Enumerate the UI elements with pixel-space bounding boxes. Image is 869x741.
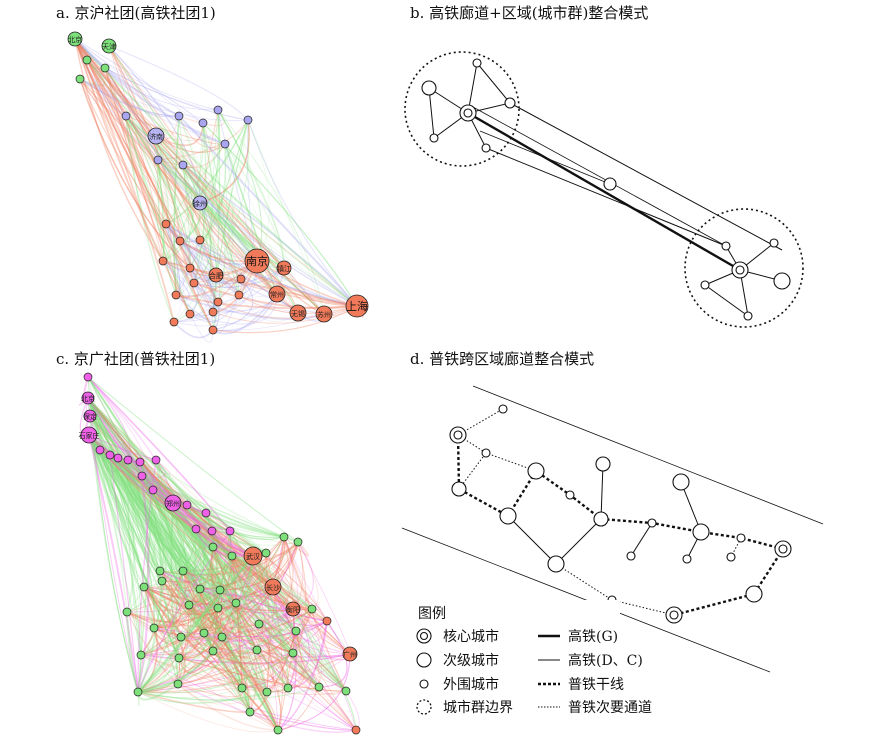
- panel-a-edges: [74, 38, 364, 343]
- panel-c-edges: [78, 376, 360, 734]
- panel-c-network: 北京 保定 石家庄 郑州 武汉 长沙 衡阳 广州: [78, 372, 361, 735]
- panel-a-network: 北京 天津 济南 徐州 南京 镇江 合肥 常州: [67, 31, 369, 343]
- node-beijing-a: 北京: [67, 31, 83, 47]
- svg-text:常州: 常州: [270, 290, 284, 299]
- svg-text:石家庄: 石家庄: [79, 431, 100, 440]
- svg-text:广州: 广州: [343, 650, 357, 659]
- node-zhenjiang-a: 镇江: [276, 260, 292, 276]
- node-hefei-a: 合肥: [208, 267, 224, 283]
- svg-text:镇江: 镇江: [277, 264, 291, 273]
- node-zhengzhou-c: 郑州: [164, 494, 182, 512]
- panel-d-title: d. 普铁跨区域廊道整合模式: [410, 350, 595, 368]
- legend-rail-trunk-label: 普铁干线: [568, 677, 624, 693]
- legend-core-label: 核心城市: [443, 628, 499, 645]
- svg-text:北京: 北京: [81, 394, 95, 403]
- panel-b-diagram: [404, 51, 804, 328]
- panel-b-title: b. 高铁廊道+区域(城市群)整合模式: [410, 4, 649, 22]
- svg-text:武汉: 武汉: [246, 552, 260, 561]
- node-guangzhou-c: 广州: [342, 646, 358, 662]
- svg-text:衡阳: 衡阳: [286, 605, 300, 614]
- svg-text:长沙: 长沙: [266, 583, 280, 592]
- node-baoding-c: 保定: [83, 409, 97, 423]
- node-hengyang-c: 衡阳: [285, 601, 301, 617]
- svg-text:无锡: 无锡: [291, 309, 305, 318]
- node-suzhou-a: 苏州: [315, 305, 333, 323]
- hsr-g-line: [467, 111, 741, 272]
- svg-text:南京: 南京: [246, 254, 268, 268]
- svg-text:济南: 济南: [149, 132, 163, 141]
- legend-peripheral-label: 外围城市: [443, 676, 499, 693]
- legend-hsr-g-label: 高铁(G): [568, 628, 618, 645]
- node-xuzhou-a: 徐州: [192, 195, 208, 211]
- node-tianjin-a: 天津: [101, 38, 117, 54]
- legend-peripheral-icon: [419, 679, 429, 689]
- svg-text:上海: 上海: [346, 299, 368, 313]
- legend-hsr-dc-label: 高铁(D、C): [568, 652, 643, 669]
- legend-core-icon: [416, 628, 432, 644]
- city-cluster-boundary-right: [684, 208, 804, 328]
- legend-secondary-label: 次级城市: [443, 652, 499, 669]
- node-shanghai-a: 上海: [345, 294, 369, 318]
- legend-secondary-icon: [416, 652, 432, 668]
- svg-text:北京: 北京: [68, 35, 82, 44]
- svg-text:徐州: 徐州: [193, 199, 207, 208]
- svg-text:保定: 保定: [83, 412, 97, 421]
- node-jinan-a: 济南: [147, 127, 165, 145]
- panel-c-title: c. 京广社团(普铁社团1): [56, 350, 216, 368]
- legend-boundary-icon: [416, 699, 432, 715]
- legend-boundary-label: 城市群边界: [443, 699, 513, 716]
- node-changsha-c: 长沙: [264, 578, 282, 596]
- legend-title: 图例: [418, 606, 446, 622]
- corridor-edge-top: [472, 385, 824, 525]
- legend: 图例 核心城市 次级城市 外围城市 城市群边界 高铁(G) 高铁(D、C) 普铁…: [410, 600, 652, 730]
- svg-text:郑州: 郑州: [166, 500, 180, 508]
- svg-text:天津: 天津: [102, 43, 116, 51]
- node-beijing-c: 北京: [81, 391, 95, 405]
- legend-rail-secondary-label: 普铁次要通道: [568, 700, 652, 716]
- node-changzhou-a: 常州: [268, 285, 286, 303]
- node-nanjing-a: 南京: [244, 248, 270, 274]
- svg-text:合肥: 合肥: [209, 271, 223, 280]
- city-cluster-boundary-left: [404, 51, 520, 167]
- node-shijiazhuang-c: 石家庄: [79, 426, 100, 444]
- panel-a-title: a. 京沪社团(高铁社团1): [56, 4, 216, 22]
- panel-d-diagram: [401, 385, 824, 673]
- node-wuxi-a: 无锡: [289, 304, 307, 322]
- node-wuhan-c: 武汉: [243, 546, 263, 566]
- svg-text:苏州: 苏州: [317, 310, 331, 319]
